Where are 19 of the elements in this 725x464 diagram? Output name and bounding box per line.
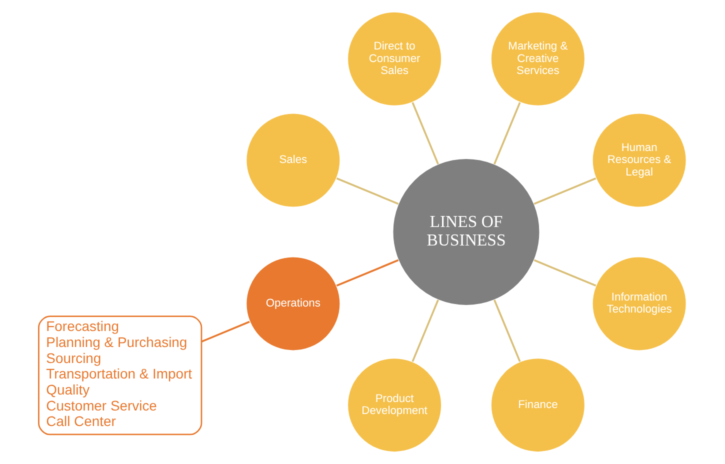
connector	[494, 102, 521, 164]
node-box: Forecasting Planning & Purchasing Sourcing Transportation & Import Quality Customer Service Call Center	[38, 316, 202, 436]
connector	[201, 320, 250, 343]
connector	[336, 259, 399, 287]
connector	[412, 300, 439, 362]
connector	[494, 300, 521, 362]
node-circle: Finance	[490, 358, 586, 452]
connector	[412, 102, 439, 164]
node-circle: Product Development	[347, 358, 442, 452]
connector	[336, 177, 399, 205]
connector	[534, 259, 596, 287]
node-circle: Marketing & Creative Services	[490, 12, 586, 106]
connector	[534, 177, 596, 205]
node-circle: Human Resources & Legal	[592, 112, 687, 208]
node-circle: Direct to Consumer Sales	[347, 12, 442, 106]
node-circle: LINES OF BUSINESS	[392, 158, 540, 306]
node-circle: Sales	[246, 112, 341, 208]
node-circle: Information Technologies	[592, 256, 687, 352]
node-circle: Operations	[246, 256, 341, 352]
